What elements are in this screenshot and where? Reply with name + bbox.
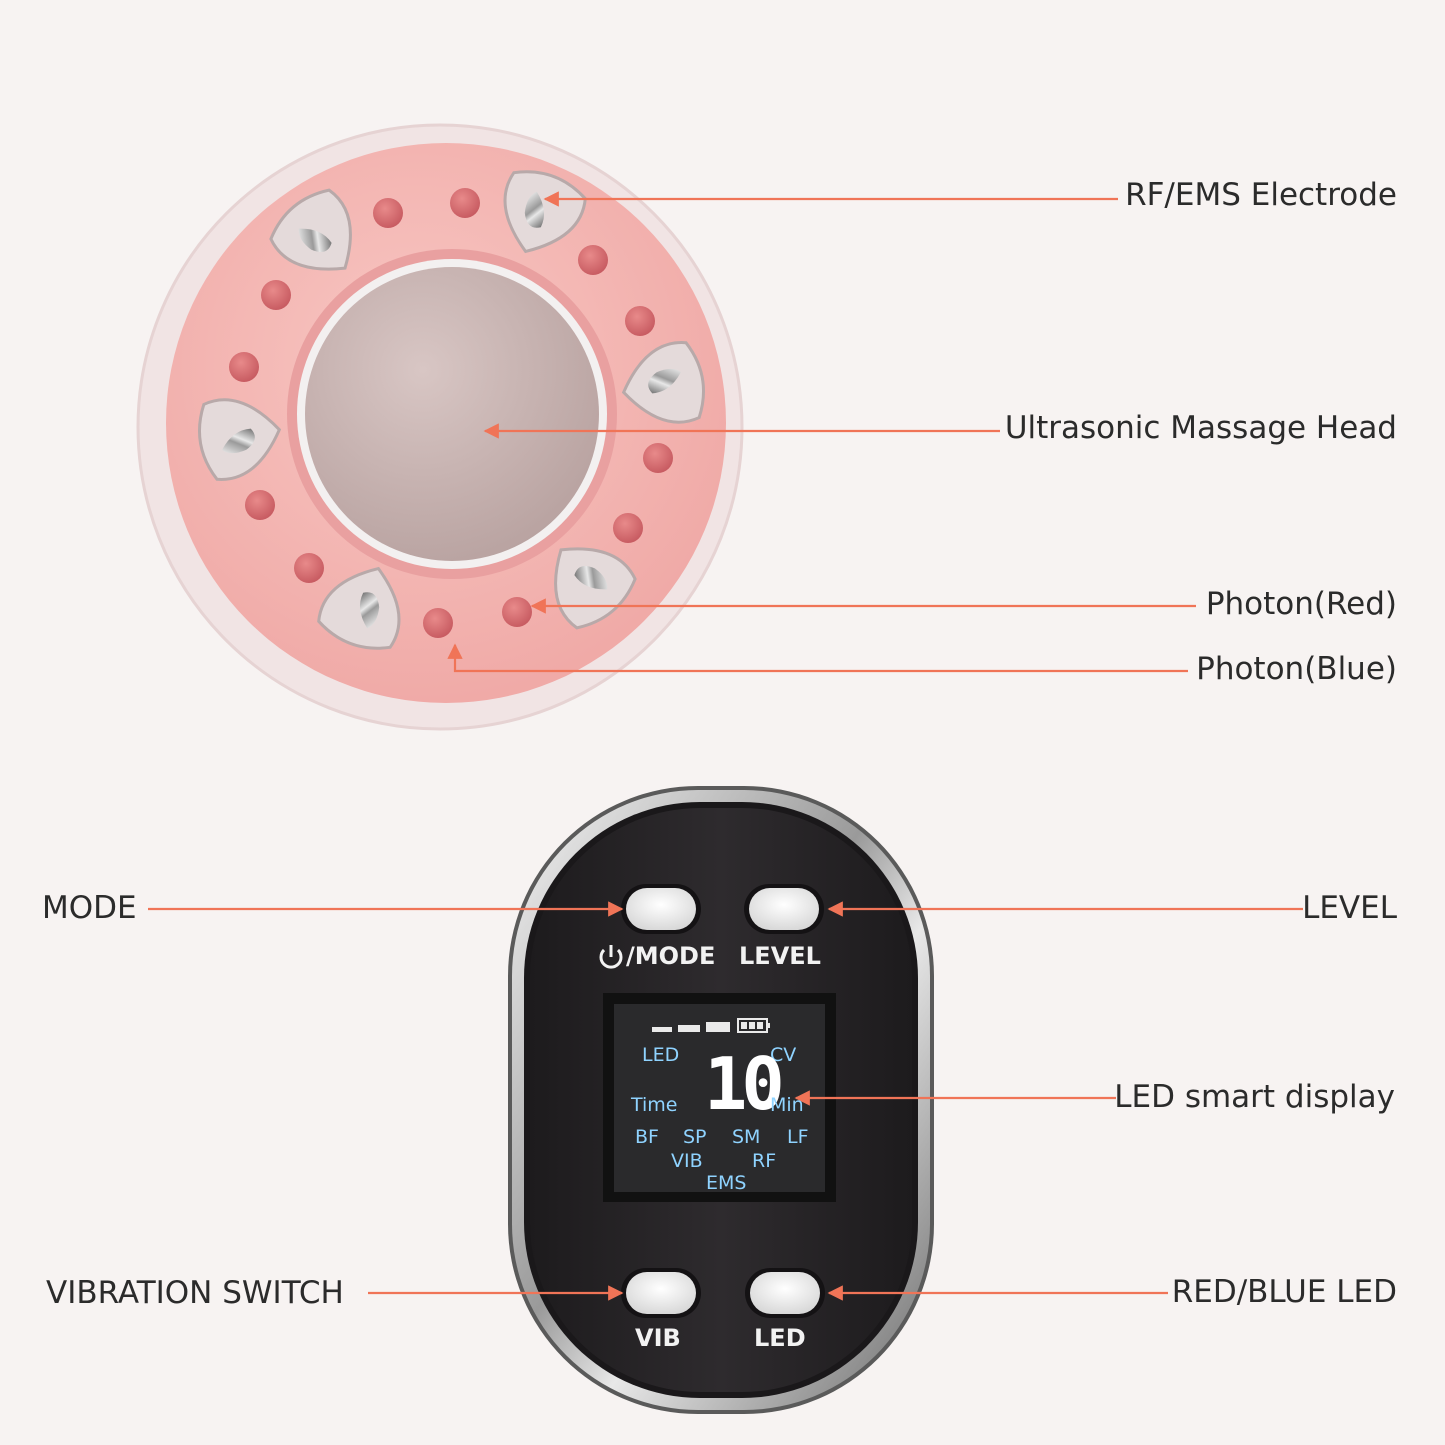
vib-button[interactable] [621, 1268, 701, 1318]
device-label-led: LED [754, 1324, 806, 1352]
photon-dot [229, 352, 259, 382]
lcd-lf: LF [787, 1126, 809, 1148]
lcd-time: Time [631, 1094, 678, 1116]
controller [508, 786, 934, 1414]
lcd-vib: VIB [671, 1150, 703, 1172]
photon-dot [261, 280, 291, 310]
massage-head [136, 123, 744, 731]
power-icon [599, 945, 623, 969]
photon-dot [245, 490, 275, 520]
photon-dot [373, 198, 403, 228]
ultrasonic-plate [305, 267, 599, 561]
lcd-bf: BF [635, 1126, 659, 1148]
electrode [554, 547, 637, 630]
electrode [269, 188, 352, 271]
led-button[interactable] [745, 1268, 825, 1318]
lcd-ems: EMS [706, 1172, 747, 1194]
lcd-sm: SM [732, 1126, 761, 1148]
label-led-smart-display: LED smart display [1114, 1079, 1395, 1115]
label-vibration-switch: VIBRATION SWITCH [46, 1275, 344, 1311]
photon-dot [625, 306, 655, 336]
photon-dot [643, 443, 673, 473]
photon-dot [613, 513, 643, 543]
label-photon-red: Photon(Red) [1205, 586, 1397, 622]
electrode [503, 170, 587, 254]
electrode [317, 566, 401, 650]
electrodes [198, 170, 705, 650]
label-mode: MODE [42, 890, 137, 926]
lcd-screen [614, 1004, 825, 1192]
level-button[interactable] [744, 884, 824, 934]
lcd-led: LED [642, 1044, 680, 1066]
battery-icon [737, 1018, 770, 1033]
label-rf-ems-electrode: RF/EMS Electrode [1125, 177, 1397, 213]
lcd-cv: CV [770, 1044, 797, 1066]
pointer-photon-blue [447, 643, 1188, 673]
photon-dot [423, 608, 453, 638]
device-label-vib: VIB [635, 1324, 681, 1352]
electrode [198, 398, 282, 481]
lcd-sp: SP [683, 1126, 707, 1148]
label-ultrasonic-massage-head: Ultrasonic Massage Head [1004, 410, 1397, 446]
photon-dot [578, 245, 608, 275]
mode-button[interactable] [621, 884, 701, 934]
photon-dot [294, 553, 324, 583]
photon-dot [450, 188, 480, 218]
label-photon-blue: Photon(Blue) [1196, 651, 1397, 687]
head-pointers [447, 191, 1196, 673]
lcd-min: Min [770, 1094, 804, 1116]
lcd-rf: RF [752, 1150, 777, 1172]
photon-dot [502, 597, 532, 627]
device-label-mode: /MODE [626, 942, 716, 970]
electrode [621, 341, 705, 424]
label-red-blue-led: RED/BLUE LED [1171, 1274, 1397, 1310]
device-label-level: LEVEL [739, 942, 821, 970]
lcd-time-value: 10 [704, 1042, 785, 1126]
controller-pointers [148, 901, 1303, 1301]
label-level: LEVEL [1302, 890, 1397, 926]
level-bars [652, 1022, 730, 1032]
photon-dots [229, 188, 673, 638]
